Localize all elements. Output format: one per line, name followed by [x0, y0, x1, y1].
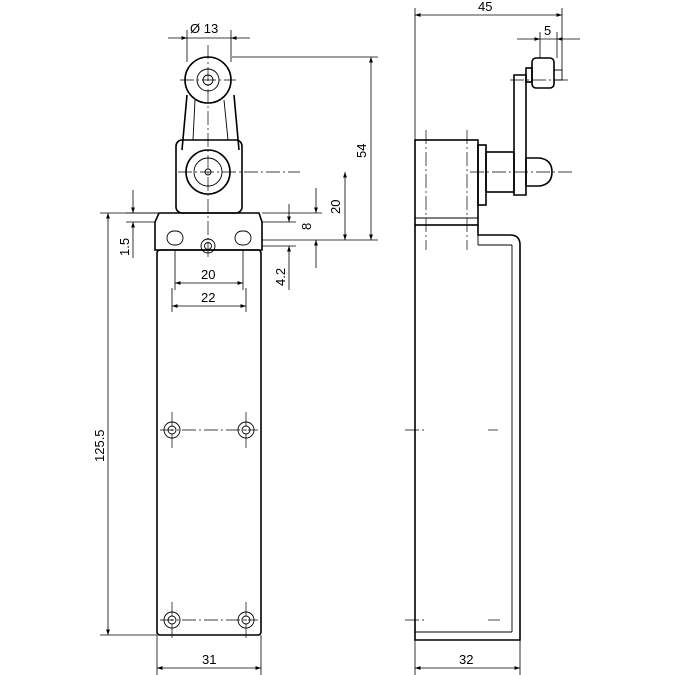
dim-hole-offset: 4.2 — [262, 204, 296, 290]
dim-label-diameter: Ø 13 — [190, 21, 218, 36]
dim-label-20-vert: 20 — [328, 200, 343, 214]
side-view: 45 5 32 — [405, 0, 580, 675]
dim-pivot-height: 20 — [328, 172, 347, 240]
side-head — [414, 139, 479, 226]
dim-body-height: 125.5 — [92, 212, 158, 636]
side-plunger — [525, 157, 553, 187]
dim-label-4-2: 4.2 — [273, 268, 288, 286]
dim-label-125-5: 125.5 — [92, 429, 107, 462]
dim-label-54: 54 — [354, 144, 369, 158]
dim-roller-diameter: Ø 13 — [168, 21, 250, 62]
side-housing — [414, 225, 521, 641]
dim-label-5: 5 — [544, 23, 551, 38]
flange-slot-right — [234, 230, 252, 246]
dim-roller-width: 5 — [517, 23, 580, 58]
front-view: Ø 13 54 20 8 4.2 — [92, 21, 378, 675]
dim-body-depth: 32 — [414, 640, 521, 675]
dim-flange-height: 8 — [262, 188, 322, 268]
actuator-head — [175, 139, 243, 214]
side-roller — [531, 57, 555, 89]
side-lever — [513, 74, 527, 196]
side-roller-axle — [525, 67, 533, 83]
dim-body-width: 31 — [156, 635, 262, 675]
dim-label-1-5: 1.5 — [117, 238, 132, 256]
dim-overall-depth: 45 — [414, 0, 563, 140]
front-housing — [156, 249, 262, 636]
dim-hole-spacing: 20 — [174, 250, 244, 290]
dim-lever-height: 54 — [232, 56, 378, 241]
dim-label-8: 8 — [299, 223, 314, 230]
front-centerlines — [160, 45, 300, 638]
dim-label-32: 32 — [459, 652, 473, 667]
lever-inner — [192, 99, 229, 141]
dim-flange-width: 22 — [171, 288, 247, 312]
dim-flange-thickness: 1.5 — [117, 190, 158, 258]
cover-screws — [163, 421, 255, 629]
dim-label-20-horiz: 20 — [201, 267, 215, 282]
side-head-neck — [477, 144, 487, 206]
side-centerlines — [405, 79, 575, 621]
flange-slot-left — [166, 230, 184, 246]
dim-label-22: 22 — [201, 290, 215, 305]
dim-label-31: 31 — [202, 652, 216, 667]
dim-label-45: 45 — [478, 0, 492, 14]
lever-arm — [181, 94, 240, 151]
